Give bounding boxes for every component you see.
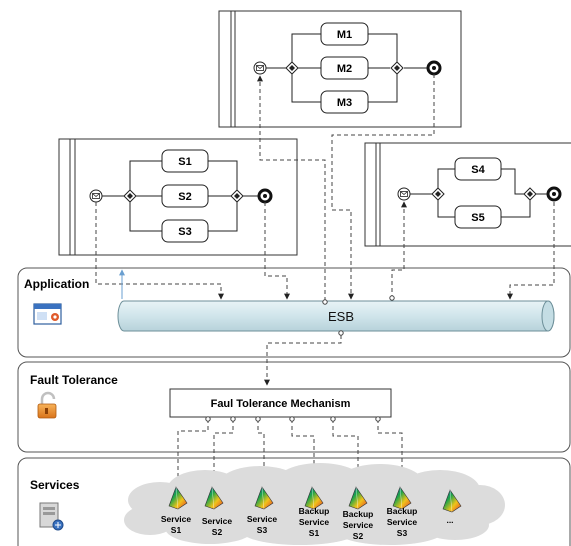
service-4-label-line3: S1 — [309, 528, 320, 538]
esb-bus — [117, 300, 555, 332]
right-pool-flow — [410, 168, 548, 218]
fault-tolerance-mechanism-label: Faul Tolerance Mechanism — [211, 398, 351, 410]
ftm-ports — [205, 416, 381, 422]
service-icon-6 — [392, 486, 412, 510]
ftm-service-connectors — [175, 419, 405, 485]
service-icon-7 — [442, 489, 462, 513]
services-layer-label: Services — [30, 478, 80, 492]
service-1-label-line1: Service — [161, 514, 192, 524]
service-4-label-line1: Backup — [299, 506, 330, 516]
fault-tolerance-mechanism-box — [169, 388, 392, 418]
top-pool-flow — [266, 33, 428, 103]
service-6-label-line2: Service — [387, 517, 418, 527]
connector-ports — [322, 295, 395, 336]
service-6-label-line3: S3 — [397, 528, 408, 538]
task-s3-label: S3 — [178, 226, 191, 238]
service-4-label-line2: Service — [299, 517, 330, 527]
service-icon-2 — [204, 486, 224, 510]
service-icon-5 — [348, 486, 368, 510]
left-pool-flow — [102, 160, 259, 232]
padlock-icon — [37, 391, 57, 419]
fault-tolerance-layer-label: Fault Tolerance — [30, 373, 118, 387]
pool-esb-connectors — [95, 74, 555, 301]
service-2-label-line2: S2 — [212, 527, 223, 537]
service-6-label-line1: Backup — [387, 506, 418, 516]
task-m3-label: M3 — [337, 97, 352, 109]
service-3-label-line2: S3 — [257, 525, 268, 535]
application-layer-label: Application — [24, 277, 89, 291]
server-icon — [39, 502, 64, 531]
esb-to-ftm-connector — [264, 335, 342, 386]
application-window-icon — [33, 303, 62, 325]
task-m1-label: M1 — [337, 29, 352, 41]
task-s4-label: S4 — [471, 164, 485, 176]
gateway-markers — [127, 65, 533, 199]
service-2-label-line1: Service — [202, 516, 233, 526]
task-s1-label: S1 — [178, 156, 191, 168]
task-s2-label: S2 — [178, 191, 191, 203]
service-5-label-line2: Service — [343, 520, 374, 530]
task-boxes — [161, 22, 502, 243]
service-1-label-line2: S1 — [171, 525, 182, 535]
service-3-label-line1: Service — [247, 514, 278, 524]
service-icon-4 — [304, 486, 324, 510]
service-icon-3 — [254, 486, 274, 510]
service-5-label-line3: S2 — [353, 531, 364, 541]
esb-label: ESB — [328, 309, 354, 324]
start-message-events — [89, 61, 411, 203]
service-more-ellipsis: ... — [446, 515, 453, 525]
service-icon-1 — [168, 486, 188, 510]
task-m2-label: M2 — [337, 63, 352, 75]
task-s5-label: S5 — [471, 212, 484, 224]
service-5-label-line1: Backup — [343, 509, 374, 519]
